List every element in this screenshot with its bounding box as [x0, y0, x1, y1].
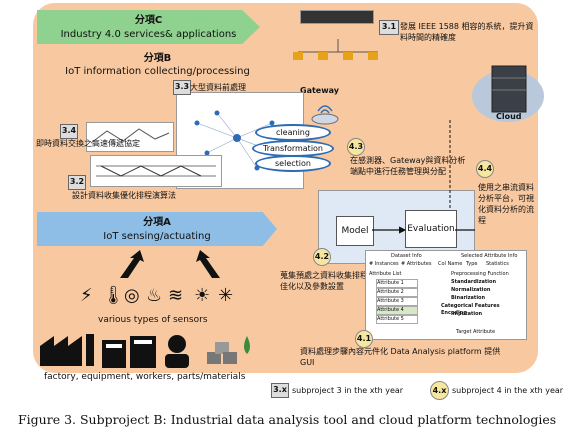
item-4-4-text: 使用之串流資料分析平台，可視化資料分析的流程 [478, 183, 534, 225]
worker-icon [165, 335, 189, 368]
gui-type: Type [466, 261, 478, 267]
evaluation-box: Evaluation [405, 210, 457, 248]
gui-attribute-list: Attribute List [369, 271, 402, 277]
item-3-2-text: 設計資料收集優化排程演算法 [72, 191, 176, 200]
item-3-3-badge: 3.3 [173, 80, 191, 95]
legend-circle-text: subproject 4 in the xth year [452, 386, 564, 395]
selection-ellipse: selection [255, 155, 331, 172]
gui-fn-categorical: Categorical Features Encoding [441, 303, 500, 316]
gui-attribute-2: Attribute 2 [376, 288, 418, 297]
legend-box-text: subproject 3 in the xth year [292, 386, 404, 395]
item-4-4-badge: 4.4 [476, 160, 494, 178]
subproject-c-banner: 分項C Industry 4.0 services& applications [37, 10, 260, 44]
star-sensor-icon: ✳ [218, 285, 234, 306]
item-4-1-text: 資料處理步驟內容元件化 Data Analysis platform 提供GUI [300, 347, 501, 367]
sun-sensor-icon: ☀ [194, 285, 211, 306]
humidity-sensor-icon: ≋ [168, 285, 184, 306]
upward-arrows [120, 250, 220, 278]
item-3-4-badge: 3.4 [60, 124, 78, 139]
gui-attribute-5: Attribute 5 [376, 315, 418, 324]
item-4-1-badge: 4.1 [355, 330, 373, 348]
gauge-sensor-icon: ◎ [124, 285, 140, 306]
protocol-chart-panel [86, 122, 174, 152]
subproject-a-banner: 分項A IoT sensing/actuating [37, 212, 277, 246]
model-box: Model [336, 216, 374, 246]
sensors-label: various types of sensors [98, 315, 208, 325]
subproject-b-title: 分項B [143, 53, 172, 64]
gui-attributes-count: # Attributes [401, 261, 432, 267]
thermometer-sensor-icon: 🌡 [102, 285, 125, 306]
item-4-2-badge: 4.2 [313, 248, 331, 266]
legend-circle-badge: 4.x [430, 381, 449, 400]
subproject-b-title-block: 分項B IoT information collecting/processin… [50, 52, 265, 78]
subproject-a-title: 分項A [143, 217, 171, 228]
item-3-1-text: 發展 IEEE 1588 相容的系統，提升資料時間的精確度 [400, 22, 534, 42]
gui-instances: # Instances [369, 261, 399, 267]
item-4-2-text: 蒐集預處之資料收集排程最佳化以及參數設置 [280, 271, 376, 291]
subproject-c-subtitle: Industry 4.0 services& applications [60, 29, 237, 40]
item-3-1-badge: 3.1 [379, 20, 399, 35]
gui-attribute-4: Attribute 4 [376, 306, 418, 315]
gui-attribute-3: Attribute 3 [376, 297, 418, 306]
device-row [288, 34, 388, 64]
factory-icon [40, 334, 94, 366]
heat-sensor-icon: ♨ [146, 285, 163, 306]
subproject-c-title: 分項C [134, 15, 163, 26]
factory-label: factory, equipment, workers, parts/mater… [44, 372, 246, 382]
item-4-3-text: 在感測器、Gateway與資料分析端點中進行任務管理與分配 [350, 156, 466, 176]
data-analysis-gui: Dataset Info # Instances # Attributes At… [365, 250, 527, 340]
gui-fn-standardization: Standardization [451, 279, 497, 285]
legend-box-badge: 3.x [271, 383, 289, 398]
equipment-icon [102, 336, 156, 368]
gui-target: Target Attribute [456, 329, 496, 335]
item-3-4-text: 即時資料交換之高速傳遞協定 [36, 139, 140, 148]
item-4-3-badge: 4.3 [347, 138, 365, 156]
gui-preprocessing: Preprocessing Function [451, 271, 509, 277]
server-rack-image [300, 10, 374, 24]
cloud-label: Cloud [496, 112, 522, 121]
materials-icon [207, 336, 250, 364]
gui-fn-imputation: Imputation [451, 311, 483, 317]
gui-attribute-1: Attribute 1 [376, 279, 418, 288]
gui-selected-info: Selected Attribute Info [461, 253, 518, 259]
lightning-sensor-icon: ⚡ [80, 285, 93, 306]
cloud-icon [468, 58, 548, 128]
gateway-icon [310, 97, 340, 127]
gui-fn-binarization: Binarization [451, 295, 486, 301]
figure-caption: Figure 3. Subproject B: Industrial data … [18, 412, 557, 427]
scheduling-chart-panel [90, 155, 222, 187]
gui-statistics: Statistics [486, 261, 509, 267]
gui-fn-normalization: Normalization [451, 287, 491, 293]
subproject-a-subtitle: IoT sensing/actuating [103, 231, 211, 242]
item-3-3-text: 大型資料前處理 [190, 83, 246, 92]
subproject-b-subtitle: IoT information collecting/processing [65, 66, 250, 77]
flow-arrows [372, 120, 475, 234]
gateway-label: Gateway [300, 86, 339, 95]
gui-dataset-info: Dataset Info [391, 253, 422, 259]
gui-col-name: Col Name [438, 261, 463, 267]
item-3-2-badge: 3.2 [68, 175, 86, 190]
